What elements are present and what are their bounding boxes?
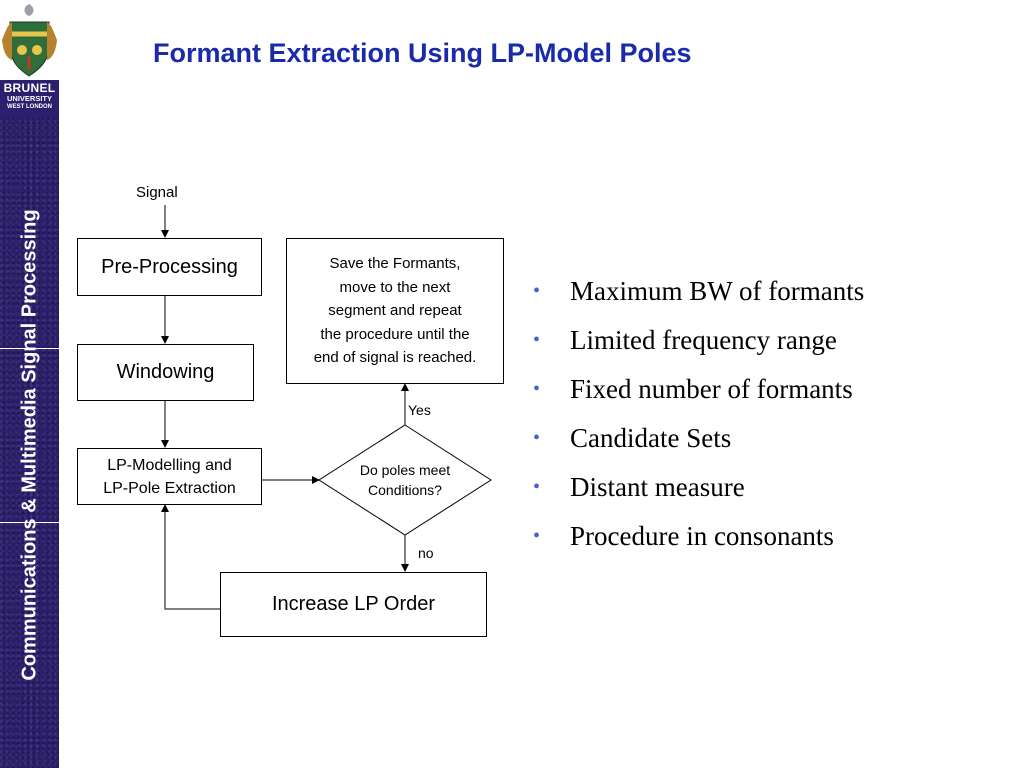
decision-text: Do poles meet Conditions? [320, 460, 490, 500]
windowing-box: Windowing [77, 344, 254, 401]
bullet-text: Procedure in consonants [570, 521, 834, 551]
bullet-text: Candidate Sets [570, 423, 732, 453]
increase-lp-order-box: Increase LP Order [220, 572, 487, 637]
bullet-text: Fixed number of formants [570, 374, 853, 404]
bullet-dot-icon: • [533, 427, 541, 449]
slide-title: Formant Extraction Using LP-Model Poles [153, 38, 692, 68]
save-box-line-3: segment and repeat [328, 302, 462, 320]
lp-modelling-line-2: LP-Pole Extraction [103, 479, 236, 497]
save-formants-box: Save the Formants, move to the next segm… [286, 238, 504, 384]
bullet-text: Maximum BW of formants [570, 276, 865, 306]
bullet-dot-icon: • [533, 329, 541, 351]
bullet-dot-icon: • [533, 280, 541, 302]
pre-processing-box: Pre-Processing [77, 238, 262, 296]
no-label: no [418, 545, 434, 561]
arrow-increase-to-lp-modelling [161, 504, 220, 610]
crest-icon [0, 0, 59, 80]
save-box-line-1: Save the Formants, [329, 255, 461, 273]
bullet-item: • Candidate Sets [533, 419, 864, 468]
windowing-label: Windowing [116, 361, 215, 383]
decision-line-1: Do poles meet [359, 462, 451, 478]
logo-line-1: BRUNEL [3, 81, 56, 95]
logo-line-3: WEST LONDON [7, 104, 52, 110]
save-box-line-5: end of signal is reached. [313, 349, 477, 367]
pre-processing-label: Pre-Processing [101, 255, 238, 278]
logo-wordmark: BRUNEL UNIVERSITY WEST LONDON [0, 80, 59, 118]
sidebar: BRUNEL UNIVERSITY WEST LONDON Communicat… [0, 0, 59, 768]
signal-label: Signal [136, 184, 178, 201]
bullet-dot-icon: • [533, 525, 541, 547]
bullet-item: • Distant measure [533, 468, 864, 517]
increase-lp-order-label: Increase LP Order [271, 593, 436, 615]
sidebar-divider [0, 348, 59, 349]
sidebar-divider [0, 522, 59, 523]
bullet-dot-icon: • [533, 378, 541, 400]
yes-label: Yes [408, 402, 431, 418]
lp-modelling-line-1: LP-Modelling and [107, 456, 232, 474]
bullet-text: Distant measure [570, 472, 745, 502]
bullet-item: • Maximum BW of formants [533, 272, 864, 321]
lp-modelling-box: LP-Modelling and LP-Pole Extraction [77, 448, 262, 505]
bullet-item: • Fixed number of formants [533, 370, 864, 419]
bullet-item: • Procedure in consonants [533, 517, 864, 566]
logo-line-2: UNIVERSITY [6, 94, 52, 103]
save-box-line-2: move to the next [339, 278, 451, 296]
bullet-dot-icon: • [533, 476, 541, 498]
bullet-text: Limited frequency range [570, 325, 837, 355]
bullet-item: • Limited frequency range [533, 321, 864, 370]
save-box-line-4: the procedure until the [320, 325, 470, 343]
university-logo: BRUNEL UNIVERSITY WEST LONDON [0, 0, 59, 118]
decision-line-2: Conditions? [368, 482, 442, 498]
bullet-list: • Maximum BW of formants • Limited frequen… [533, 272, 864, 566]
